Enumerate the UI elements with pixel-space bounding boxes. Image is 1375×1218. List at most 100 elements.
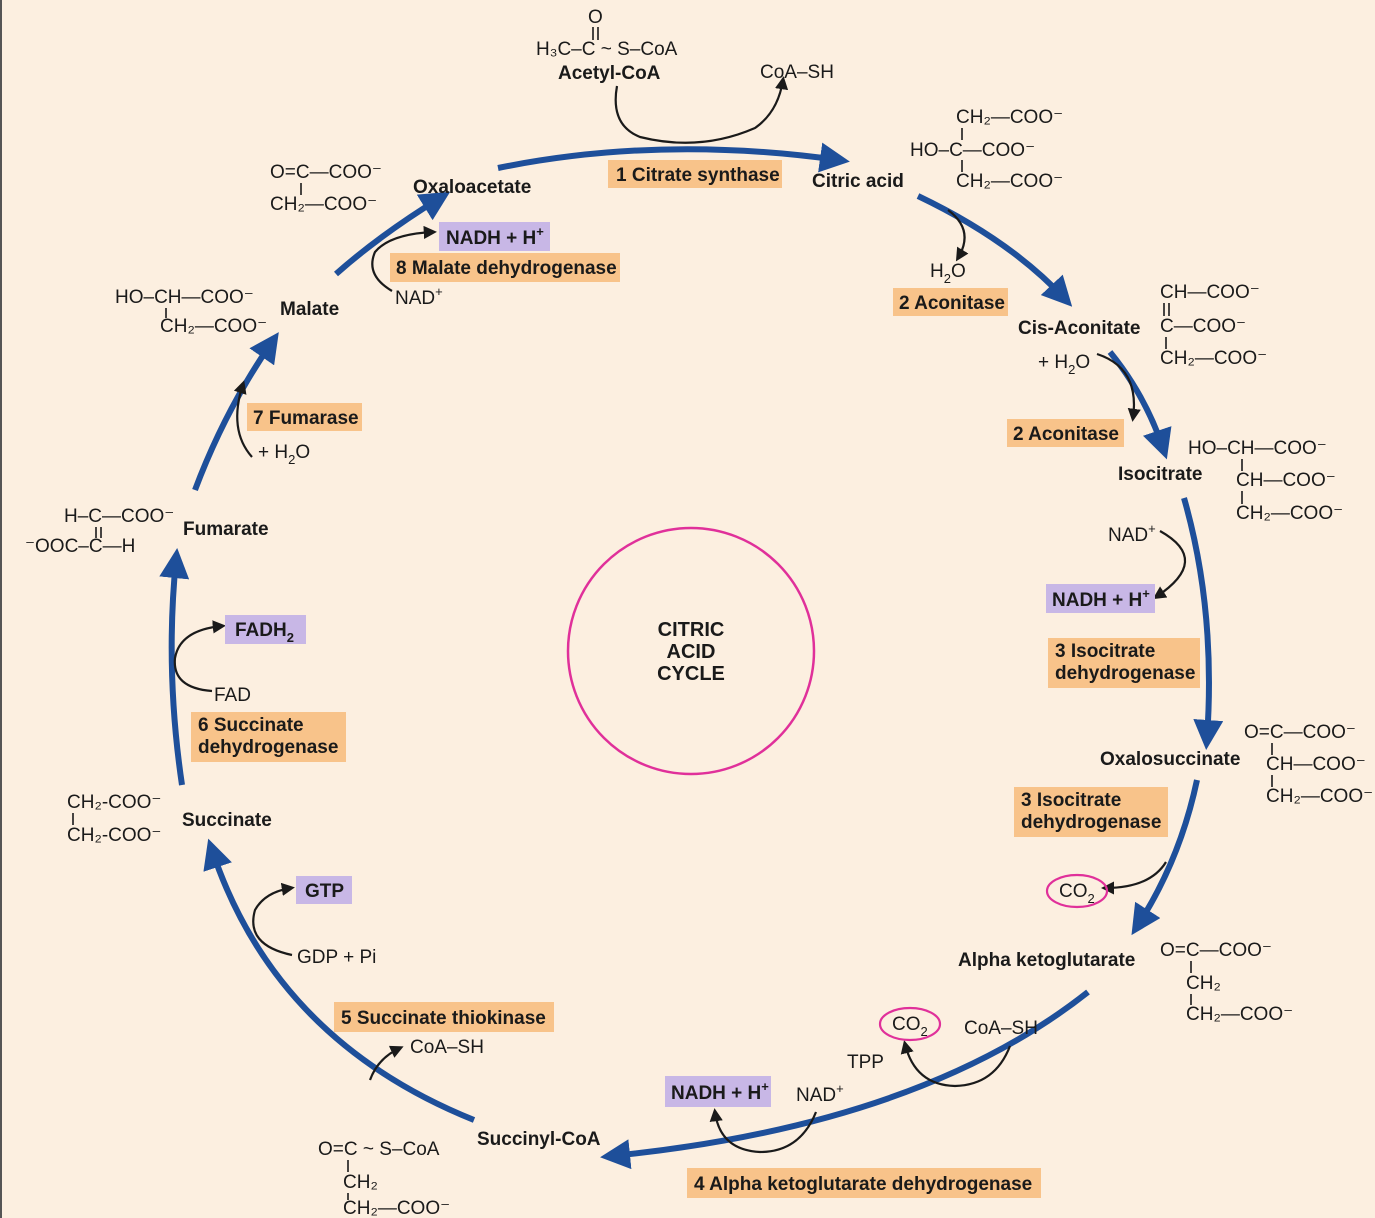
enzyme-box-1 (608, 160, 782, 188)
enzyme-aconitase-1: 2 Aconitase (899, 293, 1005, 314)
metabolite-succinate: Succinate (182, 810, 272, 831)
h2o-label-fumarase: + H2O (258, 442, 310, 467)
enzyme-box-3b (1014, 787, 1168, 837)
metabolite-fumarate: Fumarate (183, 519, 269, 540)
svg-text:CH₂—COO⁻: CH₂—COO⁻ (1160, 348, 1267, 369)
structure-cis-aconitate: CH—COO⁻ C—COO⁻ CH₂—COO⁻ (1160, 282, 1267, 369)
svg-text:CH₂—COO⁻: CH₂—COO⁻ (270, 194, 377, 215)
arrow-citrate-to-cisaconitate (916, 193, 1073, 307)
coash-label-top: CoA–SH (760, 62, 834, 83)
nadh-label-malate: NADH + H+ (446, 224, 544, 249)
arrow-oxaloacetate-to-citrate (497, 142, 850, 173)
arrow-h2o-out-1 (947, 209, 969, 262)
arrow-cisaconitate-to-isocitrate (1107, 350, 1172, 460)
center-label-line1: CITRIC (658, 619, 725, 641)
structure-succinyl-coa: O=C ~ S–CoA CH₂ CH₂—COO⁻ (318, 1139, 450, 1218)
svg-text:O: O (588, 7, 603, 28)
enzyme-box-2a (893, 288, 1008, 316)
svg-text:HO–C—COO⁻: HO–C—COO⁻ (910, 140, 1035, 161)
center-label-line3: CYCLE (657, 663, 725, 685)
svg-text:C—COO⁻: C—COO⁻ (1160, 316, 1246, 337)
structure-oxalosuccinate: O=C—COO⁻ CH—COO⁻ CH₂—COO⁻ (1244, 722, 1373, 807)
enzyme-box-4 (687, 1168, 1041, 1198)
svg-text:CH₂: CH₂ (343, 1172, 378, 1193)
structure-oxaloacetate: O=C—COO⁻ CH₂—COO⁻ (270, 162, 382, 215)
enzyme-akg-dh: 4 Alpha ketoglutarate dehydrogenase (694, 1174, 1032, 1195)
svg-text:CH₂-COO⁻: CH₂-COO⁻ (67, 825, 161, 846)
nadh-label-isocitrate: NADH + H+ (1052, 586, 1150, 611)
enzyme-box-2b (1007, 419, 1124, 447)
nad-label-isocitrate: NAD+ (1108, 521, 1156, 546)
svg-text:CH₂—COO⁻: CH₂—COO⁻ (343, 1198, 450, 1218)
metabolite-alpha-ketoglutarate: Alpha ketoglutarate (958, 950, 1135, 971)
coash-label-akg: CoA–SH (964, 1018, 1038, 1039)
arrow-isocitrate-to-oxalosuccinate (1181, 497, 1224, 750)
svg-text:CH—COO⁻: CH—COO⁻ (1266, 754, 1366, 775)
arrow-nadh-malate (371, 225, 437, 292)
tpp-label: TPP (847, 1052, 884, 1073)
structure-alpha-ketoglutarate: O=C—COO⁻ CH₂ CH₂—COO⁻ (1160, 940, 1293, 1025)
metabolite-oxaloacetate: Oxaloacetate (413, 177, 531, 198)
fadh2-box (225, 615, 306, 644)
svg-text:O=C ~ S–CoA: O=C ~ S–CoA (318, 1139, 440, 1160)
fadh2-label: FADH2 (235, 620, 294, 645)
nadh-box-akg (665, 1076, 771, 1107)
arrow-co2-out-1 (1101, 861, 1167, 895)
nad-label-malate: NAD+ (395, 284, 443, 309)
structure-malate: HO–CH—COO⁻ CH₂—COO⁻ (115, 287, 267, 337)
svg-text:H₃C–C ~ S–CoA: H₃C–C ~ S–CoA (536, 39, 678, 60)
structure-acetyl-coa: O H₃C–C ~ S–CoA (536, 7, 678, 60)
enzyme-box-8 (390, 253, 620, 282)
nad-label-akg: NAD+ (796, 1081, 844, 1106)
svg-text:CH₂—COO⁻: CH₂—COO⁻ (956, 171, 1063, 192)
enzyme-succinate-thiokinase: 5 Succinate thiokinase (341, 1008, 546, 1029)
arrow-coash-out (368, 1045, 404, 1081)
svg-text:CH—COO⁻: CH—COO⁻ (1236, 470, 1336, 491)
svg-text:CH₂—COO⁻: CH₂—COO⁻ (1266, 786, 1373, 807)
enzyme-succinate-dh-line2: dehydrogenase (198, 737, 338, 758)
arrow-co2-out-2 (900, 1040, 1012, 1088)
svg-text:O=C—COO⁻: O=C—COO⁻ (270, 162, 382, 183)
arrow-h2o-fumarase (233, 380, 253, 458)
arrow-succinylcoa-to-succinate (203, 838, 476, 1123)
enzyme-box-7 (247, 403, 362, 431)
co2-ellipse-1 (1045, 873, 1109, 909)
enzyme-isocitrate-dh-2-line2: dehydrogenase (1021, 812, 1161, 833)
enzyme-aconitase-2: 2 Aconitase (1013, 424, 1119, 445)
coash-label-succinyl: CoA–SH (410, 1037, 484, 1058)
metabolite-succinyl-coa: Succinyl-CoA (477, 1129, 601, 1150)
center-circle (566, 526, 816, 776)
co2-label-1: CO2 (1059, 881, 1095, 906)
structure-succinate: CH₂-COO⁻ CH₂-COO⁻ (67, 792, 161, 846)
metabolite-cis-aconitate: Cis-Aconitate (1018, 318, 1140, 339)
arrow-oxalosuccinate-to-akg (1131, 779, 1200, 936)
svg-text:⁻OOC–C—H: ⁻OOC–C—H (25, 536, 135, 557)
svg-text:H–C—COO⁻: H–C—COO⁻ (64, 506, 174, 527)
enzyme-isocitrate-dh-1-line1: 3 Isocitrate (1055, 641, 1155, 662)
h2o-label-1: H2O (930, 261, 966, 286)
svg-text:CH₂—COO⁻: CH₂—COO⁻ (1236, 503, 1343, 524)
gtp-box (296, 876, 352, 904)
svg-text:O=C—COO⁻: O=C—COO⁻ (1160, 940, 1272, 961)
svg-text:HO–CH—COO⁻: HO–CH—COO⁻ (1188, 438, 1327, 459)
svg-text:CH₂: CH₂ (1186, 973, 1221, 994)
arrow-acetylcoa-entry (614, 76, 789, 144)
svg-text:HO–CH—COO⁻: HO–CH—COO⁻ (115, 287, 254, 308)
structure-isocitrate: HO–CH—COO⁻ CH—COO⁻ CH₂—COO⁻ (1188, 438, 1343, 524)
enzyme-box-6 (191, 712, 346, 762)
metabolite-isocitrate: Isocitrate (1118, 464, 1202, 485)
svg-text:CH—COO⁻: CH—COO⁻ (1160, 282, 1260, 303)
svg-text:CH₂-COO⁻: CH₂-COO⁻ (67, 792, 161, 813)
arrow-akg-to-succinylcoa (600, 989, 1090, 1170)
structure-citric-acid: CH₂—COO⁻ HO–C—COO⁻ CH₂—COO⁻ (910, 107, 1063, 192)
enzyme-fumarase: 7 Fumarase (253, 408, 359, 429)
arrow-succinate-to-fumarate (159, 548, 190, 786)
enzyme-succinate-dh-line1: 6 Succinate (198, 715, 304, 736)
enzyme-isocitrate-dh-1-line2: dehydrogenase (1055, 663, 1195, 684)
arrow-malate-to-oxaloacetate (334, 191, 451, 277)
metabolite-citric-acid: Citric acid (812, 171, 904, 192)
svg-text:CH₂—COO⁻: CH₂—COO⁻ (160, 316, 267, 337)
enzyme-citrate-synthase: 1 Citrate synthase (616, 165, 780, 186)
